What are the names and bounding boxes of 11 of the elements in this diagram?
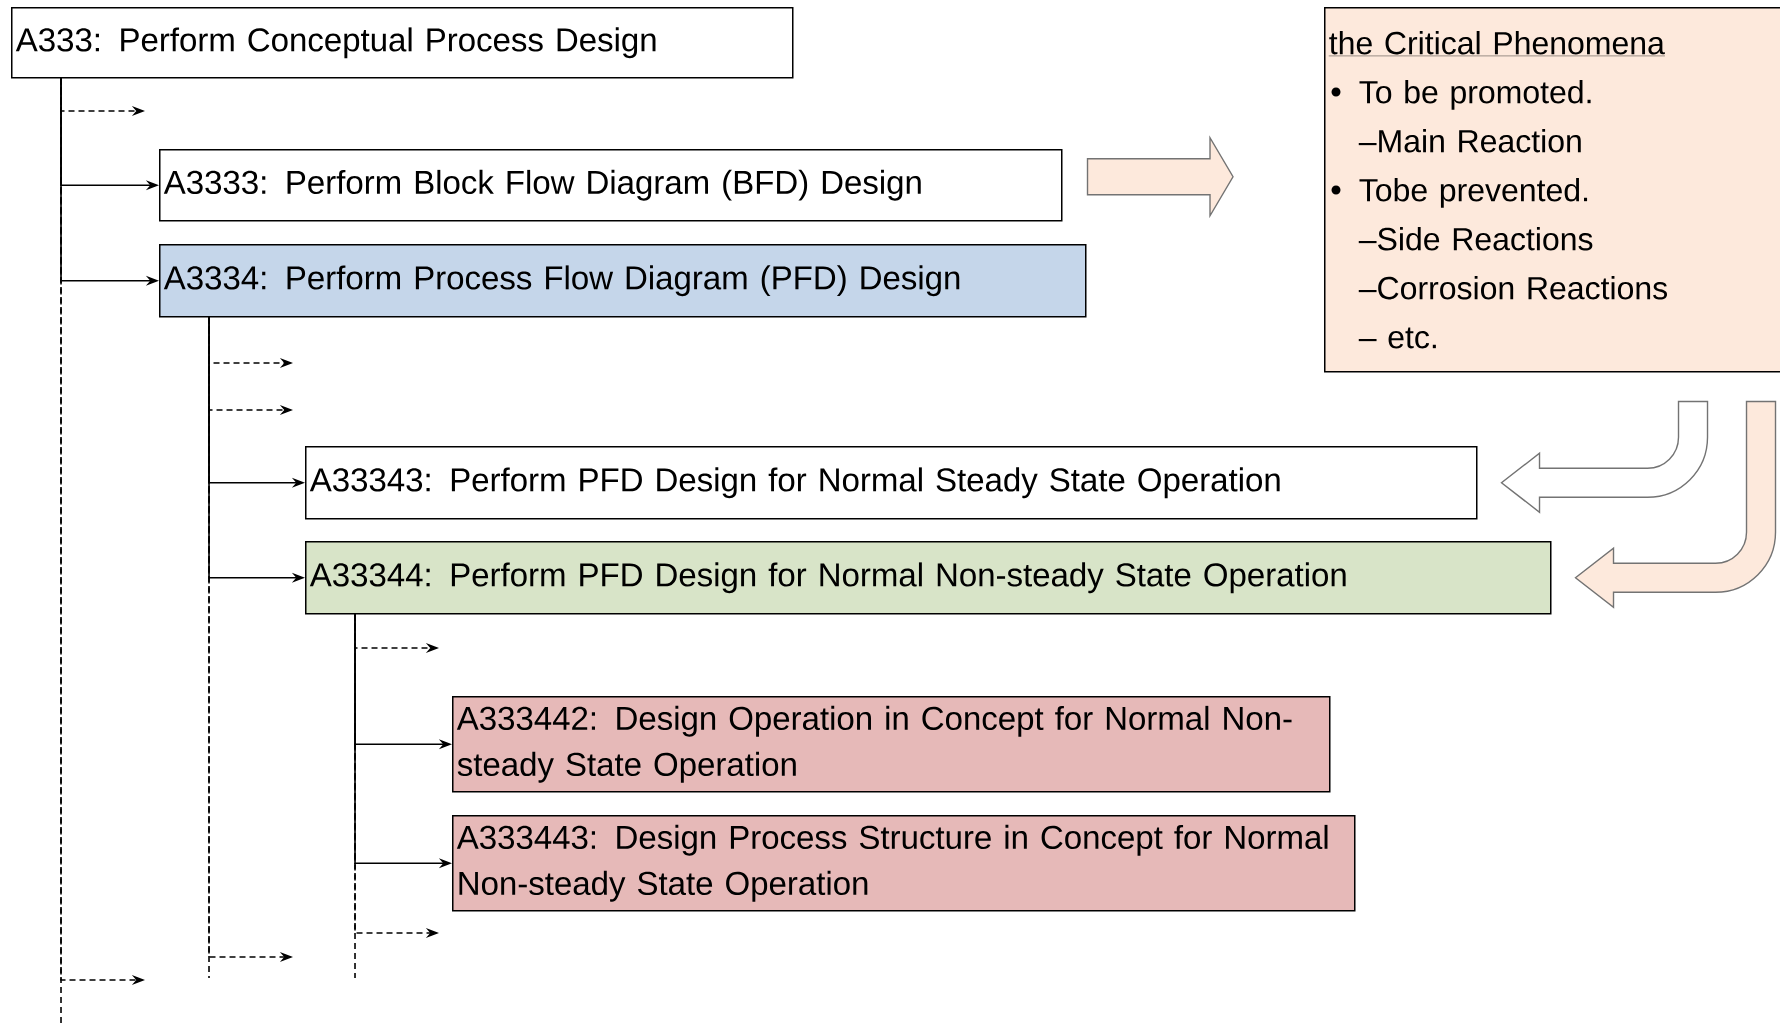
- process-box: A33343: Perform PFD Design for Normal Steady State Operation: [305, 446, 1478, 520]
- process-box: A33344: Perform PFD Design for Normal Non-steady State Operation: [305, 541, 1552, 615]
- process-box: A333443: Design Process Structure in Concept for Normal Non-steady State Operation: [452, 815, 1356, 912]
- process-box: A3334: Perform Process Flow Diagram (PFD) Design: [159, 244, 1087, 318]
- block-arrow: [1086, 135, 1234, 219]
- note-box: the Critical Phenomena To be promoted. –Main Reaction Tobe prevented. –Side Reactions –Corrosion Reactions – etc.: [1324, 7, 1780, 373]
- process-box: A333442: Design Operation in Concept for Normal Non-steady State Operation: [452, 696, 1331, 793]
- process-box: A333: Perform Conceptual Process Design: [11, 7, 794, 79]
- block-arrow: [1574, 400, 1777, 608]
- block-arrow: [1500, 400, 1709, 513]
- process-box: A3333: Perform Block Flow Diagram (BFD) Design: [159, 149, 1063, 222]
